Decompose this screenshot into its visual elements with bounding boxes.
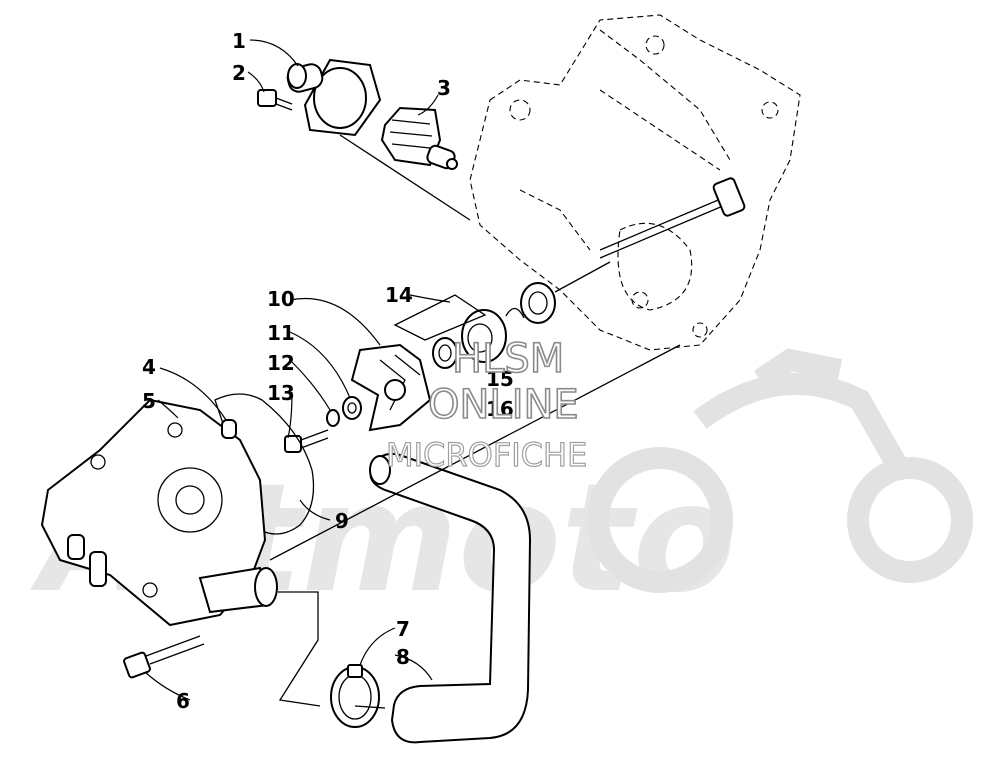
- impeller-hardware: [284, 396, 362, 453]
- callout-13: 13: [267, 381, 295, 405]
- bolt-upper: [257, 89, 293, 111]
- coolant-hose: [369, 452, 532, 744]
- bolt-lower: [123, 635, 205, 679]
- callout-12: 12: [267, 351, 295, 375]
- callout-2: 2: [232, 61, 246, 85]
- watermark-line2: ONLINE: [428, 382, 579, 428]
- callout-15: 15: [486, 367, 514, 391]
- watermark-line1: HLSM: [452, 336, 564, 382]
- callout-7: 7: [396, 617, 410, 641]
- impeller: [350, 343, 432, 432]
- gasket: [214, 393, 315, 535]
- callout-3: 3: [437, 76, 451, 100]
- watermark-line3: MICROFICHE: [386, 436, 587, 474]
- engine-case: [469, 14, 801, 351]
- callout-5: 5: [142, 389, 156, 413]
- leader-lines: [144, 39, 451, 701]
- callout-14: 14: [385, 283, 413, 307]
- motorcycle-icon: [587, 348, 973, 593]
- hlsm-watermark: HLSM ONLINE MICROFICHE: [385, 335, 587, 474]
- callout-6: 6: [176, 689, 190, 713]
- callout-8: 8: [396, 645, 410, 669]
- callout-1: 1: [232, 29, 246, 53]
- thermostat: [380, 106, 458, 170]
- hose-clamp: [330, 664, 380, 728]
- seal-assembly: [432, 282, 556, 369]
- callout-9: 9: [335, 509, 349, 533]
- assembly-lines: [269, 134, 681, 709]
- callout-16: 16: [486, 397, 514, 421]
- callout-11: 11: [267, 321, 295, 345]
- callout-10: 10: [267, 287, 295, 311]
- callout-labels: 1 2 3 4 5 6 7 8 9 10 11 12 13 14 15 16: [142, 29, 514, 713]
- dowel-pin: [221, 419, 237, 439]
- thermostat-housing: [286, 58, 382, 137]
- callout-4: 4: [142, 355, 156, 379]
- water-pump-cover: [40, 398, 278, 627]
